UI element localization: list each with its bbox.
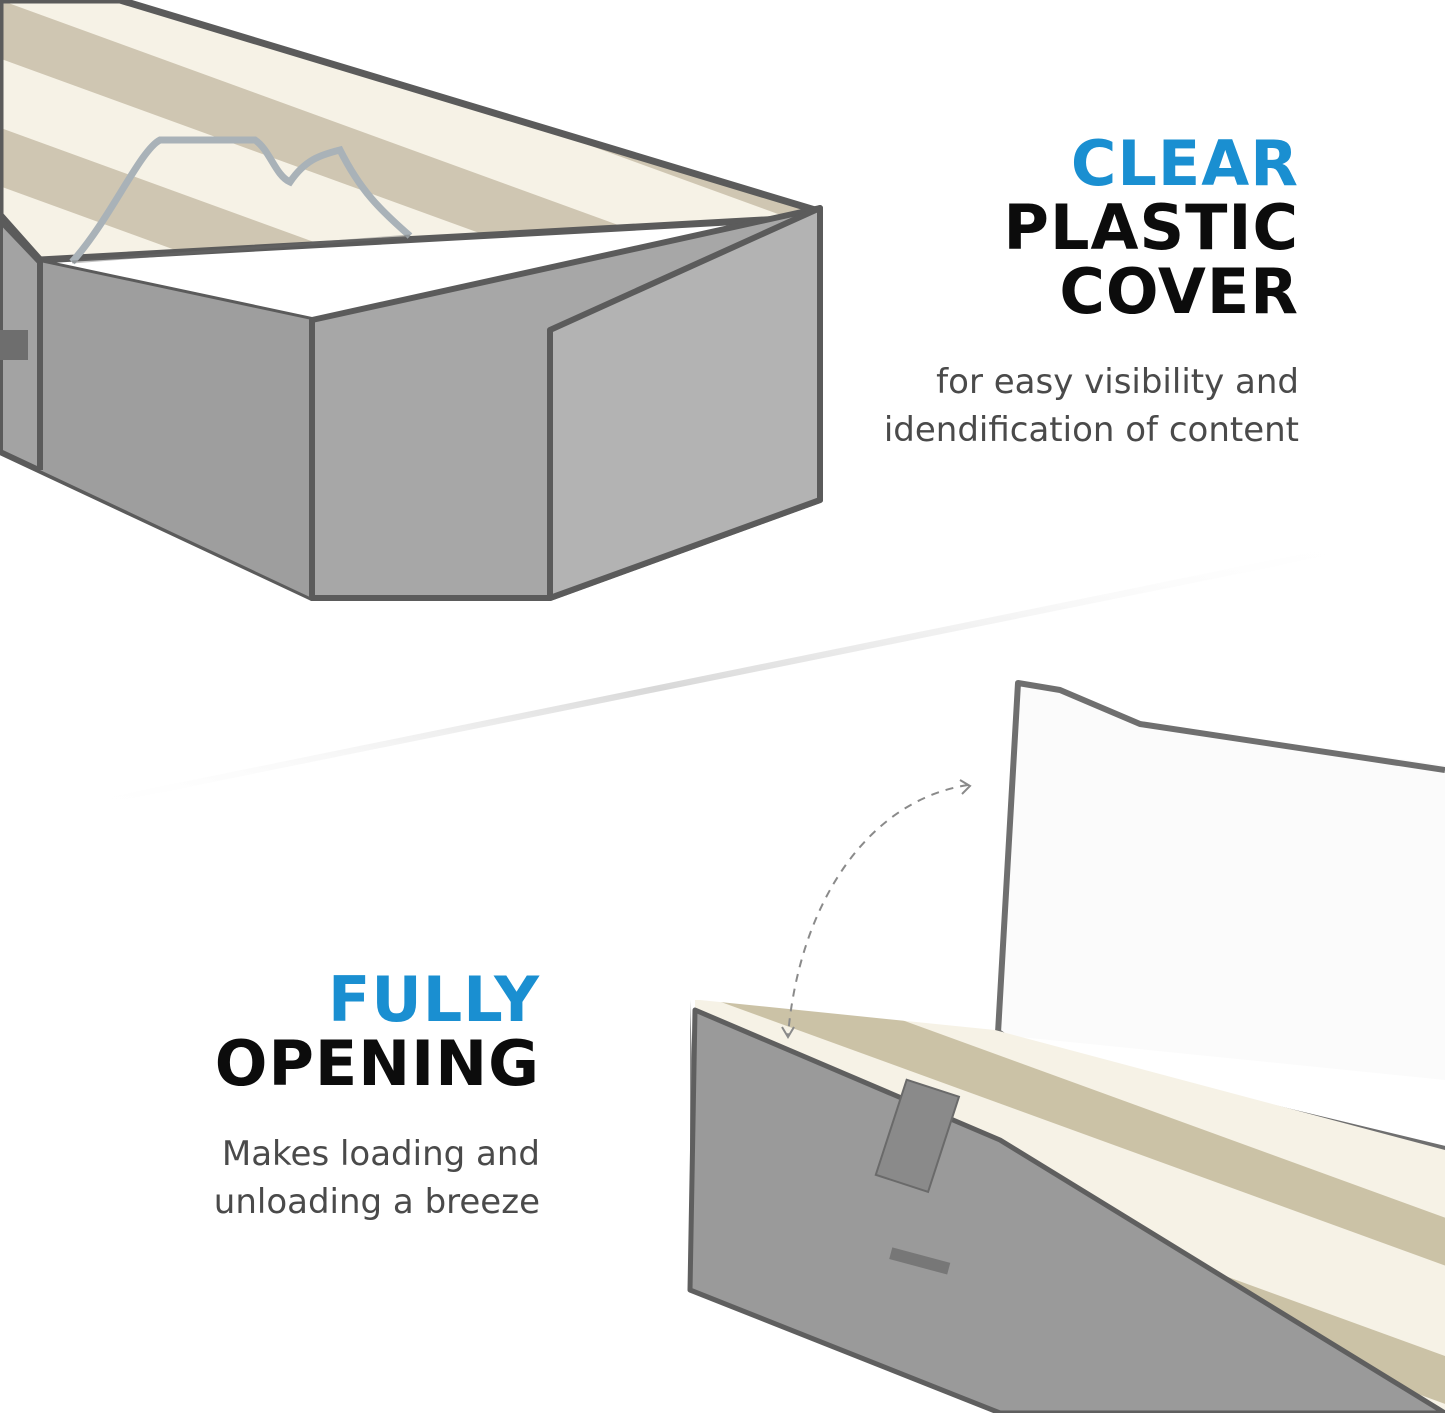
feature-headline-line: COVER xyxy=(1059,255,1299,328)
feature-description-line: Makes loading and xyxy=(221,1134,540,1174)
feature-description-line: for easy visibility and xyxy=(936,362,1299,402)
feature-description: Makes loading and unloading a breeze xyxy=(140,1130,540,1226)
open-storage-bag-icon xyxy=(687,680,1445,1413)
feature-description-line: unloading a breeze xyxy=(213,1182,540,1222)
closed-storage-bag-icon xyxy=(0,0,823,601)
feature-accent-word: FULLY xyxy=(328,963,540,1036)
feature-description-line: idendification of content xyxy=(883,410,1299,450)
diagonal-separator xyxy=(70,540,1375,810)
feature-fully-opening: FULLY OPENING Makes loading and unloadin… xyxy=(140,968,540,1226)
dashed-curved-arrow-icon xyxy=(781,779,972,1039)
feature-headline-line: OPENING xyxy=(214,1027,540,1100)
feature-description: for easy visibility and idendification o… xyxy=(779,358,1299,454)
feature-clear-plastic-cover: CLEAR PLASTIC COVER for easy visibility … xyxy=(779,132,1299,454)
feature-headline-line: PLASTIC xyxy=(1003,191,1299,264)
feature-accent-word: CLEAR xyxy=(1070,127,1299,200)
